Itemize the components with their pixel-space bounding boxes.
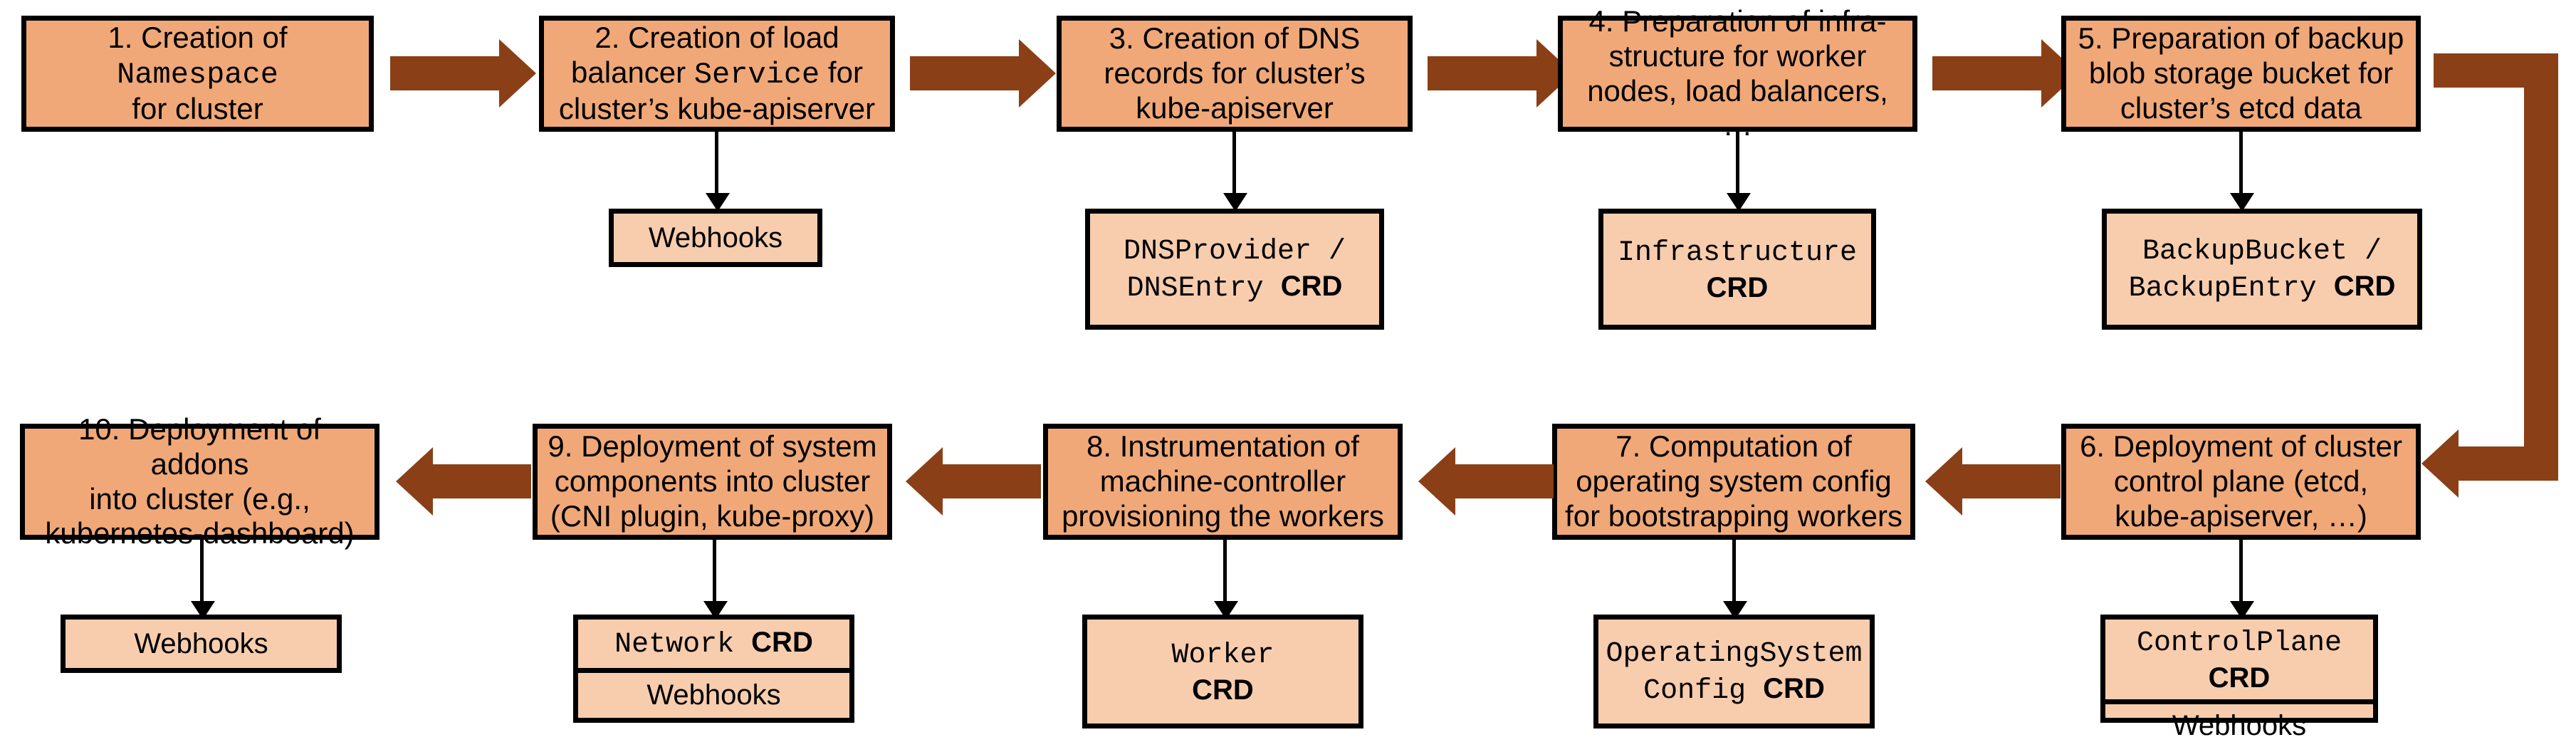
artifact-box-step-10[interactable]: Webhooks [61,615,342,673]
connector-arrowhead-step-4 [1727,193,1751,211]
artifact-cell: Webhooks [578,667,849,719]
flow-arrow-2-to-3 [910,39,1056,108]
connector-step-8 [1223,540,1227,604]
artifact-box-step-6[interactable]: ControlPlane CRD Webhooks [2100,615,2378,741]
artifact-box-step-5[interactable]: BackupBucket /BackupEntry CRD [2102,209,2422,330]
step-box-4[interactable]: 4. Preparation of infra-structure for wo… [1558,4,1917,142]
connector-step-9 [713,540,716,604]
connector-arrowhead-step-5 [2230,193,2254,211]
flow-arrow-4-to-5 [1932,39,2078,108]
artifact-cell: BackupBucket /BackupEntry CRD [2128,236,2396,305]
flow-arrow-8-to-9 [906,447,1041,516]
connector-step-5 [2239,132,2243,196]
artifact-box-step-3[interactable]: DNSProvider /DNSEntry CRD [1085,209,1384,330]
artifact-cell: Webhooks [648,222,783,254]
flow-arrow-5-to-6 [2421,53,2576,516]
flow-arrow-9-to-10 [396,447,531,516]
artifact-cell: Webhooks [2105,699,2373,747]
flow-arrow-6-to-7 [1925,447,2061,516]
connector-step-6 [2239,540,2243,604]
connector-arrowhead-step-3 [1223,193,1247,211]
connector-step-2 [715,132,718,196]
artifact-box-step-2[interactable]: Webhooks [609,209,822,267]
flow-arrow-7-to-8 [1418,447,1554,516]
connector-step-3 [1232,132,1236,196]
artifact-cell: Network CRD [614,626,813,661]
flow-arrow-1-to-2 [390,39,536,108]
connector-step-10 [200,540,204,604]
artifact-cell: ControlPlane CRD [2136,627,2342,694]
connector-step-4 [1736,132,1739,196]
step-4-text: 4. Preparation of infra-structure for wo… [1587,4,1888,142]
connector-step-7 [1732,540,1736,604]
flow-arrow-3-to-4 [1428,39,1574,108]
artifact-box-step-9[interactable]: Network CRD Webhooks [573,615,854,723]
connector-arrowhead-step-2 [706,193,730,211]
artifact-cell: Webhooks [134,628,268,659]
artifact-cell: DNSProvider /DNSEntry CRD [1123,236,1346,305]
